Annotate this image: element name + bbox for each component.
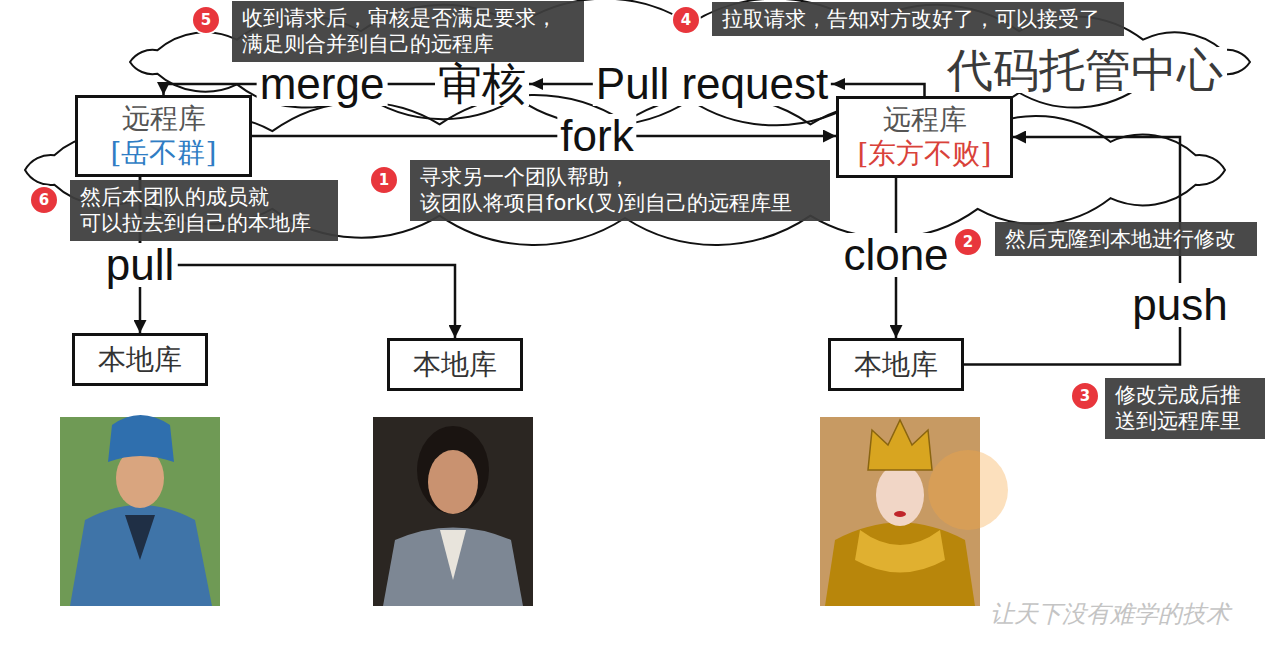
arrow-head bbox=[530, 78, 543, 90]
callout-number: 4 bbox=[671, 5, 701, 35]
local-repo-box: 本地库 bbox=[387, 338, 523, 391]
edge-label: pull bbox=[103, 243, 178, 287]
portrait-face bbox=[876, 464, 924, 526]
node-title: 本地库 bbox=[98, 343, 182, 377]
portrait-hat bbox=[108, 415, 174, 462]
flow-word: 审核 bbox=[435, 62, 529, 106]
edge-label: push bbox=[1129, 283, 1230, 327]
portrait-collar bbox=[855, 530, 945, 573]
portrait-man bbox=[373, 417, 533, 606]
callout-text: 然后本团队的成员就 可以拉去到自己的本地库 bbox=[70, 180, 338, 241]
remote-repo-box: 远程库[东方不败] bbox=[836, 96, 1013, 178]
callout-number: 6 bbox=[29, 185, 59, 215]
portrait-dongfang bbox=[820, 417, 1008, 606]
edge-label: clone bbox=[840, 233, 951, 277]
cursor-highlight bbox=[928, 450, 1008, 530]
callout-number: 2 bbox=[953, 227, 983, 257]
callout-number: 5 bbox=[191, 5, 221, 35]
node-title: 本地库 bbox=[854, 348, 938, 382]
cloud-outline bbox=[25, 0, 1250, 245]
portrait-yue bbox=[60, 415, 220, 606]
cloud-outline bbox=[130, 0, 1250, 125]
watermark: 让天下没有难学的技术 bbox=[990, 598, 1230, 630]
remote-repo-box: 远程库[岳不群] bbox=[75, 95, 252, 177]
edge-label: fork bbox=[557, 114, 636, 158]
flow-arrow bbox=[252, 135, 836, 138]
node-title: 本地库 bbox=[413, 348, 497, 382]
edge-label: Pull request bbox=[593, 62, 831, 106]
callout-text: 收到请求后，审核是否满足要求， 满足则合并到自己的远程库 bbox=[232, 1, 584, 62]
portrait-crown bbox=[868, 420, 932, 470]
callout-text: 寻求另一个团队帮助， 该团队将项目fork(叉)到自己的远程库里 bbox=[410, 160, 830, 221]
callout-number: 3 bbox=[1070, 381, 1100, 411]
local-repo-box: 本地库 bbox=[828, 338, 964, 391]
portrait-ground bbox=[373, 417, 533, 606]
portrait-robe bbox=[825, 523, 975, 607]
portrait-collar bbox=[440, 530, 466, 580]
node-subtitle: [岳不群] bbox=[111, 136, 217, 170]
portrait-robe bbox=[70, 505, 212, 606]
portrait-hair bbox=[417, 426, 489, 514]
portrait-face bbox=[428, 450, 478, 514]
node-title: 远程库 bbox=[122, 102, 206, 136]
node-title: 远程库 bbox=[883, 103, 967, 137]
callout-text: 然后克隆到本地进行修改 bbox=[995, 222, 1257, 256]
callout-text: 拉取请求，告知对方改好了，可以接受了 bbox=[712, 2, 1124, 36]
portrait-collar bbox=[125, 515, 155, 560]
portrait-robe bbox=[383, 528, 523, 607]
node-subtitle: [东方不败] bbox=[858, 137, 992, 171]
callout-number: 1 bbox=[369, 165, 399, 195]
local-repo-box: 本地库 bbox=[72, 333, 208, 386]
cloud-title: 代码托管中心 bbox=[943, 47, 1227, 93]
arrow-head bbox=[832, 78, 845, 90]
portrait-lips bbox=[894, 511, 906, 517]
callout-text: 修改完成后推 送到远程库里 bbox=[1105, 378, 1265, 439]
flow-word: merge bbox=[257, 62, 388, 106]
